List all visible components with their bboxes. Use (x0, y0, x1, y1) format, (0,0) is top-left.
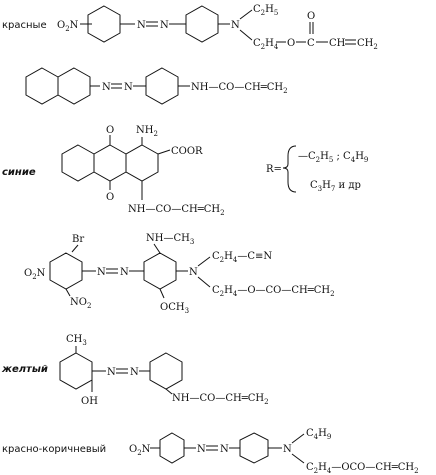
methyl-group: CH3 (66, 334, 87, 347)
acrylamide-chain: NH—CO—CH═CH2 (191, 82, 288, 95)
methylamino-group: NH—CH3 (146, 233, 194, 246)
red-dye-structure: красные O2N N N N C2H5 C2H4 O C O CH CH2 (2, 4, 378, 51)
azo-n: N (160, 20, 169, 31)
acryloyloxyethyl-group: C2H4—OCO—CH═CH2 (306, 462, 419, 475)
cyclohexane-ring (57, 67, 91, 105)
carbonyl-o: O (307, 11, 315, 22)
ethyl-group: C2H5 (253, 4, 278, 17)
amine-n: N (231, 20, 240, 31)
nitro-group: O2N (24, 268, 46, 281)
azo-n: N (107, 367, 116, 378)
benzene-ring (143, 252, 177, 290)
amine-n: N (189, 267, 198, 278)
r-definition: R= (266, 164, 282, 175)
central-ring (93, 144, 127, 182)
cyanoethyl-group: C2H4—C≡N (212, 251, 272, 264)
label-red: красные (2, 20, 47, 31)
acrylamide-chain: NH—CO—CH═CH2 (172, 393, 269, 406)
amino-group: NH2 (136, 125, 158, 138)
blue-dye-structure-2: Br O2N NO2 N N NH—CH3 OCH3 N C2H4—C≡N C2… (24, 233, 335, 315)
benzene-ring (87, 5, 121, 43)
blue-dye-structure: синие O O NH2 COOR NH—CO—CH═CH2 R= —C2H5… (2, 125, 368, 217)
red-dye-structure-2: N N NH—CO—CH═CH2 (25, 67, 288, 105)
redbrown-dye-structure: красно-коричневый O2N N N N C4H9 C2H4—OC… (2, 428, 419, 475)
r-option-1: —C2H5 ; C4H9 (298, 151, 368, 164)
brace (282, 145, 297, 193)
ester-group: COOR (171, 146, 203, 157)
label-redbrown: красно-коричневый (2, 444, 106, 455)
quinone-o-bottom: O (106, 192, 114, 203)
butyl-group: C4H9 (306, 428, 331, 441)
cyclohexane-ring (61, 144, 95, 182)
substituted-ring (125, 144, 159, 182)
azo-n: N (197, 444, 206, 455)
azo-n: N (124, 82, 133, 93)
benzene-ring (159, 432, 185, 464)
label-yellow: желтый (1, 364, 48, 375)
r-option-2: C3H7 и др (310, 180, 361, 193)
benzene-ring (59, 352, 93, 390)
vinyl-ch: CH (329, 38, 346, 49)
quinone-o-top: O (106, 125, 114, 136)
hydroxy-group: OH (81, 396, 98, 407)
benzene-ring (185, 5, 219, 43)
benzene-ring (149, 352, 183, 390)
azo-n: N (120, 267, 129, 278)
benzene-ring (145, 67, 179, 105)
azo-n: N (130, 367, 139, 378)
ester-o: O (287, 38, 295, 49)
yellow-dye-structure: желтый CH3 OH N N NH—CO—CH═CH2 (1, 334, 269, 407)
label-blue: синие (2, 167, 36, 178)
acrylamide-chain: NH—CO—CH═CH2 (128, 204, 225, 217)
azo-n: N (97, 267, 106, 278)
amine-n: N (283, 444, 292, 455)
nitro-group: O2N (129, 444, 151, 457)
acryloyloxyethyl-group: C2H4—O—CO—CH═CH2 (212, 285, 335, 298)
carbonyl-c: C (307, 38, 315, 49)
bromo-group: Br (72, 234, 84, 245)
nitro-group: O2N (57, 20, 79, 33)
vinyl-ch2: CH2 (357, 38, 378, 51)
ethylene-bridge: C2H4 (253, 38, 279, 51)
cyclohexane-ring (25, 67, 59, 105)
benzene-ring (239, 432, 269, 464)
benzene-ring (49, 252, 83, 290)
nitro-group-2: NO2 (70, 297, 91, 310)
azo-n: N (220, 444, 229, 455)
methoxy-group: OCH3 (160, 302, 189, 315)
azo-n: N (102, 82, 111, 93)
azo-n: N (137, 20, 146, 31)
